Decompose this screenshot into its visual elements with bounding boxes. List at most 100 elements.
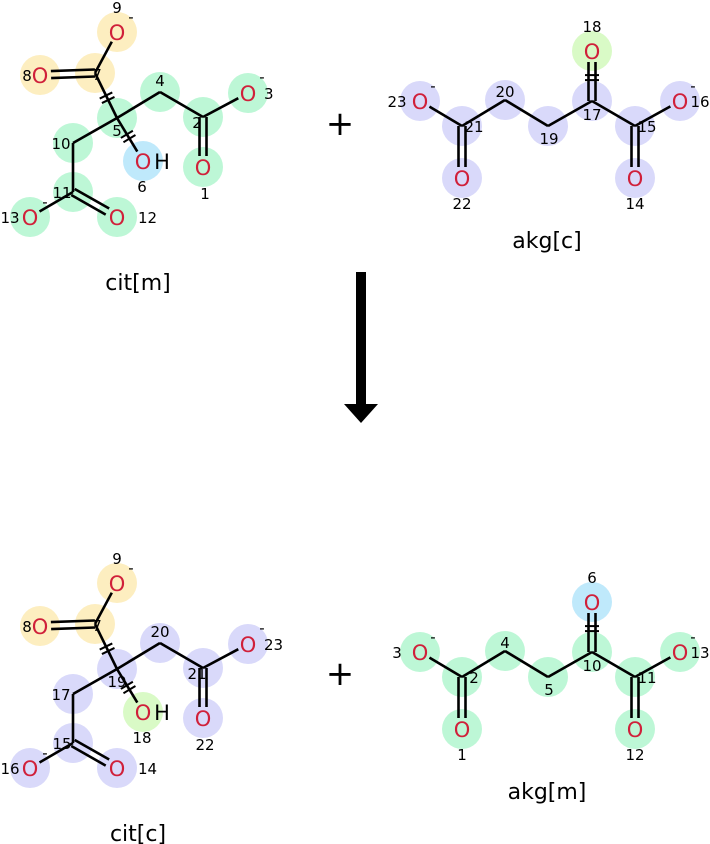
oxygen-atom: O <box>109 21 126 45</box>
atom-number: 23 <box>264 636 283 654</box>
atom-highlight <box>660 81 700 121</box>
atom-number: 22 <box>195 736 214 754</box>
stereo-mark <box>101 647 115 655</box>
atom-number: 2 <box>469 669 479 687</box>
reaction-arrow <box>344 272 378 423</box>
double-bond-line <box>51 626 96 631</box>
single-bond <box>461 649 506 679</box>
double-bond-line <box>70 193 107 216</box>
atom-highlight <box>228 624 268 664</box>
atom-highlight <box>183 698 223 738</box>
single-bond <box>159 641 204 670</box>
stereo-mark <box>99 91 113 100</box>
molecule-name: cit[c] <box>110 822 166 844</box>
atom-number: 12 <box>138 209 157 227</box>
bonds <box>38 41 239 216</box>
atom-number: 10 <box>51 135 70 153</box>
atom-highlight <box>228 73 268 113</box>
atom-highlight <box>123 141 163 181</box>
single-bond <box>428 105 463 128</box>
atom-number: 3 <box>264 85 274 103</box>
single-bond <box>504 98 549 128</box>
atom-number: 6 <box>137 178 147 196</box>
single-bond <box>634 105 672 128</box>
single-bond <box>504 649 549 679</box>
oxygen-atom: O <box>627 167 644 191</box>
single-bond <box>93 592 113 625</box>
atom-number: 19 <box>107 673 126 691</box>
atom-highlight <box>572 31 612 71</box>
atom-highlight <box>400 81 440 121</box>
oxygen-atom: O <box>240 82 257 106</box>
single-bond <box>202 648 239 670</box>
oxygen-atom: O <box>672 90 689 114</box>
atom-highlight <box>10 197 50 237</box>
atom-number: 1 <box>200 185 210 203</box>
single-bond <box>159 90 204 119</box>
atom-number: 22 <box>452 195 471 213</box>
atom-highlight <box>442 158 482 198</box>
plus-sign-bottom: + <box>326 654 355 694</box>
atom-highlight <box>20 606 60 646</box>
atom-number: 14 <box>138 760 157 778</box>
negative-charge: - <box>690 77 695 95</box>
atom-number: 13 <box>0 209 19 227</box>
atom-number: 21 <box>187 665 206 683</box>
bonds <box>428 62 672 167</box>
negative-charge: - <box>128 8 133 26</box>
oxygen-atom: O <box>109 572 126 596</box>
plus-sign-top: + <box>326 104 355 144</box>
atom-highlight <box>10 748 50 788</box>
molecule-name: cit[m] <box>105 271 170 296</box>
atom-number: 13 <box>690 644 709 662</box>
bonds <box>428 613 672 718</box>
atom-highlight <box>97 12 137 52</box>
hydrogen-label: H <box>154 701 170 725</box>
stereo-mark <box>120 129 134 139</box>
single-bond <box>116 90 161 120</box>
hydrogen-label: H <box>154 150 170 174</box>
atom-highlight <box>572 582 612 622</box>
atom-number: 2 <box>192 114 202 132</box>
stereo-mark <box>99 642 113 651</box>
negative-charge: - <box>690 628 695 646</box>
double-bond-line <box>74 187 110 210</box>
single-bond <box>461 98 506 128</box>
oxygen-atom: O <box>109 757 126 781</box>
oxygen-atom: O <box>584 40 601 64</box>
atom-number: 7 <box>92 617 102 635</box>
oxygen-atom: O <box>412 641 429 665</box>
oxygen-atom: O <box>22 757 39 781</box>
single-bond <box>547 650 593 679</box>
atom-number: 3 <box>392 644 402 662</box>
atom-number: 8 <box>22 618 32 636</box>
stereo-mark <box>101 96 115 104</box>
negative-charge: - <box>430 77 435 95</box>
atom-number: 8 <box>22 67 32 85</box>
stereo-mark <box>122 685 136 695</box>
single-bond <box>591 99 636 128</box>
single-bond <box>72 667 118 696</box>
oxygen-atom: O <box>195 156 212 180</box>
atom-highlight <box>615 709 655 749</box>
atom-number: 21 <box>464 118 483 136</box>
oxygen-atom: O <box>22 206 39 230</box>
atom-number: 17 <box>51 686 70 704</box>
double-bond-line <box>51 75 96 80</box>
atom-number: 5 <box>112 122 122 140</box>
single-bond <box>202 97 239 119</box>
double-bond-line <box>70 744 107 767</box>
atom-number: 7 <box>92 66 102 84</box>
atom-number: 23 <box>387 93 406 111</box>
oxygen-atom: O <box>412 90 429 114</box>
bonds <box>38 592 239 767</box>
negative-charge: - <box>430 628 435 646</box>
atom-highlight <box>660 632 700 672</box>
negative-charge: - <box>42 744 47 762</box>
molecule-name: akg[c] <box>512 229 581 254</box>
negative-charge: - <box>259 68 264 86</box>
